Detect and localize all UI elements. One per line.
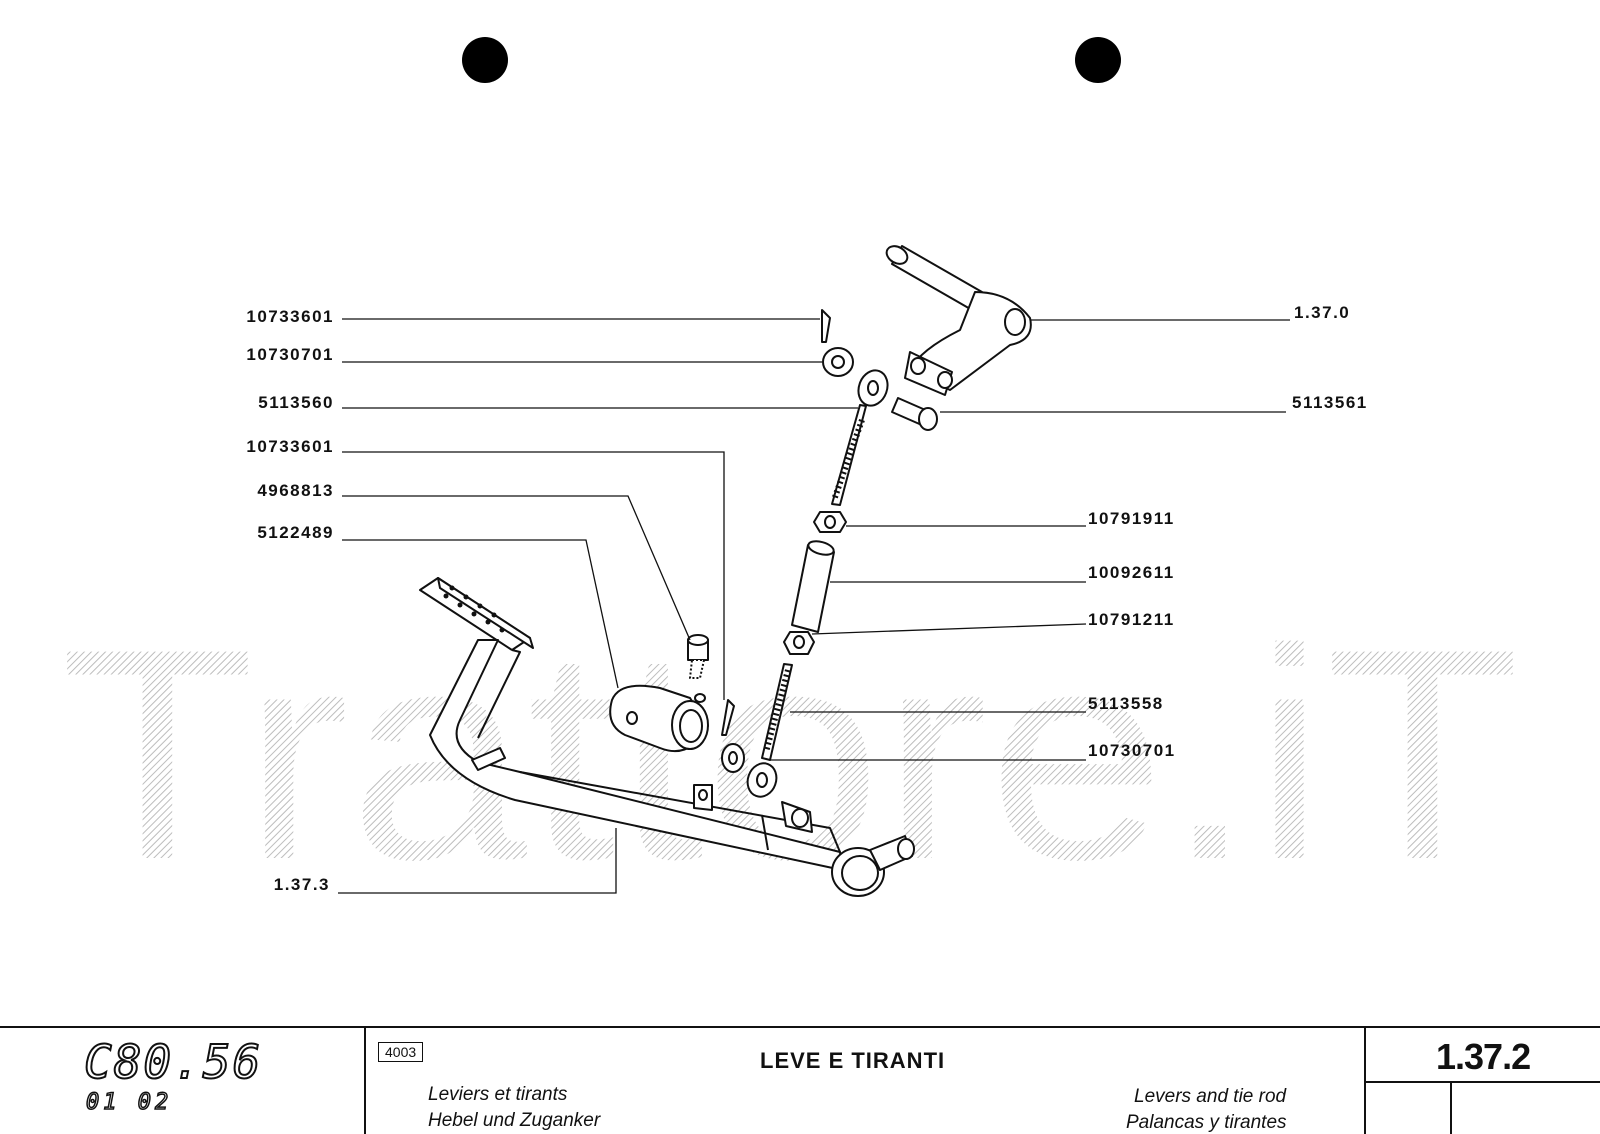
model-logo: C80.56 xyxy=(83,1035,263,1089)
page-number: 1.37.2 xyxy=(1436,1036,1531,1077)
callout-label: 5122489 xyxy=(257,523,334,542)
callout-label: 5113558 xyxy=(1088,694,1164,713)
washer-lower-part xyxy=(721,743,745,773)
callout-label: 4968813 xyxy=(257,481,334,500)
callout-label: 10791911 xyxy=(1088,509,1175,528)
section-code: 4003 xyxy=(378,1042,424,1062)
upper-tie-rod-part xyxy=(831,369,889,506)
page-title: LEVE E TIRANTI xyxy=(760,1048,946,1073)
washer-top-part xyxy=(822,347,854,377)
title-block-divider xyxy=(364,1026,366,1134)
title-english: Levers and tie rod xyxy=(1134,1086,1287,1107)
callout-label: 1.37.0 xyxy=(1294,303,1350,322)
clevis-pin-part xyxy=(891,397,938,431)
callout-label: 10791211 xyxy=(1088,610,1175,629)
nut-lower-part xyxy=(783,631,815,655)
part-number-labels: 10733601 10730701 5113560 10733601 49688… xyxy=(246,303,1368,894)
callout-label: 10730701 xyxy=(1088,741,1176,760)
callout-label: 10092611 xyxy=(1088,563,1175,582)
callout-label: 5113560 xyxy=(258,393,334,412)
page-number-divider xyxy=(1450,1081,1452,1134)
parts-drawing xyxy=(419,245,1032,897)
bolt-part xyxy=(687,634,709,679)
callout-label: 10730701 xyxy=(246,345,334,364)
model-logo-sub: 01 02 xyxy=(85,1089,173,1116)
title-french: Leviers et tirants xyxy=(428,1084,568,1105)
callout-label: 5113561 xyxy=(1292,393,1368,412)
title-block-divider xyxy=(1364,1026,1366,1134)
punch-hole-right xyxy=(1075,37,1121,83)
upper-lever-part xyxy=(885,245,1032,396)
punch-hole-left xyxy=(462,37,508,83)
page-number-underline xyxy=(1364,1081,1600,1083)
leader-lines xyxy=(338,318,1290,894)
sleeve-end xyxy=(807,540,835,556)
nut-upper-part xyxy=(813,511,847,533)
pedal-tread xyxy=(443,585,505,633)
split-pin-lower-part xyxy=(721,699,735,736)
title-german: Hebel und Zuganker xyxy=(428,1110,601,1131)
callout-label: 10733601 xyxy=(246,307,334,326)
title-block xyxy=(0,1026,1600,1134)
callout-label: 10733601 xyxy=(246,437,334,456)
title-spanish: Palancas y tirantes xyxy=(1126,1112,1287,1133)
callout-label: 1.37.3 xyxy=(274,875,330,894)
bracket-part xyxy=(609,684,709,753)
split-pin-top-part xyxy=(821,309,831,343)
